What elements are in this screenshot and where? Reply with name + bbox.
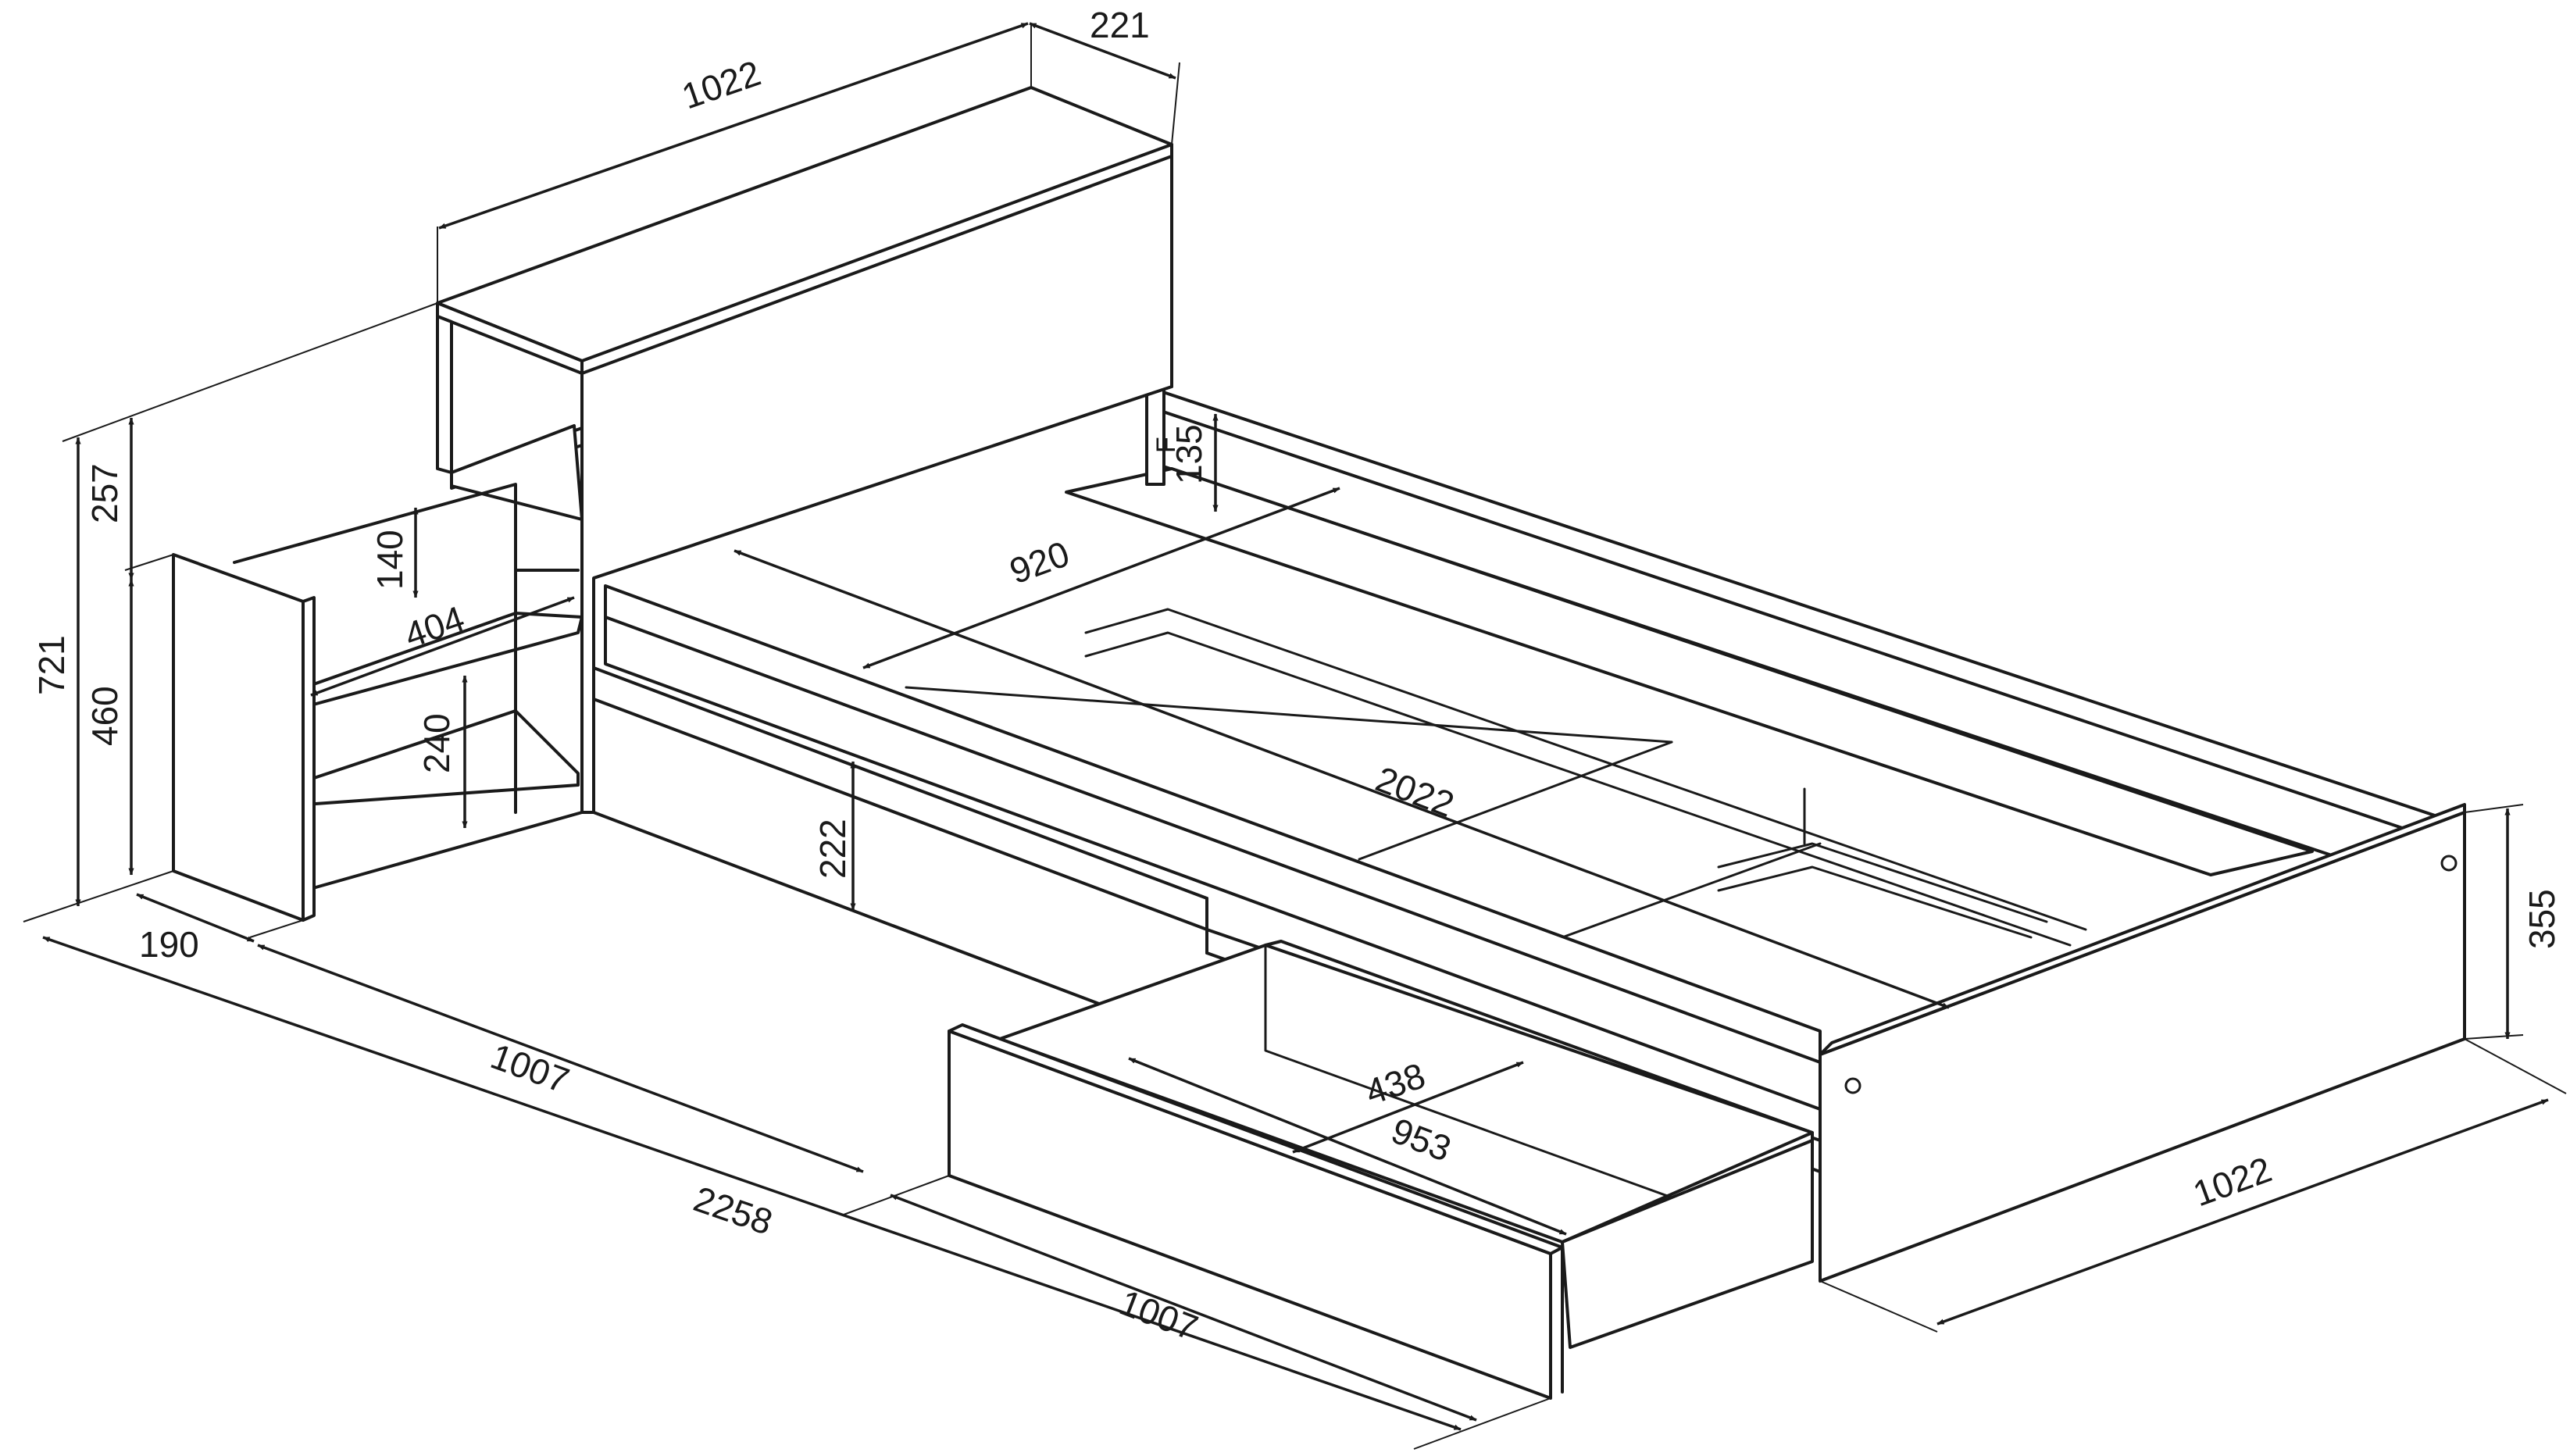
slat-2	[1084, 631, 2072, 947]
cross-beam-2	[1561, 842, 1822, 939]
label-side-length: 1007	[486, 1036, 575, 1101]
dim-line-drawer-inner-length	[1128, 1057, 1567, 1236]
shelf-back-panel	[233, 483, 580, 572]
label-mattress-width: 920	[1005, 533, 1075, 591]
label-drawer-front: 1007	[1114, 1282, 1203, 1348]
drawer-side-right	[1561, 1139, 1814, 1349]
label-mattress-length: 2022	[1370, 758, 1459, 825]
label-side-depth: 190	[139, 924, 199, 965]
label-total-height: 721	[31, 635, 72, 695]
side-end-edge	[302, 596, 316, 922]
label-side-height: 460	[84, 686, 125, 746]
dim-line-mattress-length	[734, 549, 1950, 1009]
shelf-board-1	[450, 424, 584, 521]
footboard-bolt-1	[2440, 855, 2458, 872]
footboard-top	[1819, 803, 2466, 1056]
label-headboard-width: 1022	[676, 52, 766, 116]
label-footboard-height: 355	[2522, 889, 2562, 949]
dim-line-mattress-width	[862, 487, 1340, 669]
label-rail-height: 135	[1169, 424, 1209, 484]
dim-line-headboard-width	[438, 22, 1029, 230]
slat-3	[1717, 842, 2048, 923]
label-rail-mark: F	[1151, 437, 1181, 453]
back-rail-lower-edge	[1145, 405, 2345, 861]
dim-line-drawer-front	[890, 1194, 1477, 1422]
footboard	[1819, 811, 2466, 1283]
footboard-bolt-2	[1844, 1077, 1861, 1094]
label-drawer-height: 222	[812, 819, 853, 879]
dimension-labels: 1022 221 721 257 460 140 404 240 190 100…	[31, 5, 2562, 1348]
label-shelf-gap-upper: 140	[369, 530, 410, 590]
dim-line-headboard-depth	[1029, 22, 1176, 80]
back-side-rail	[1145, 385, 2439, 841]
side-end-panel	[172, 553, 305, 922]
label-shelf-gap-lower: 240	[416, 713, 457, 773]
dim-line-shelf-width	[310, 596, 575, 697]
center-beam-a	[905, 686, 1673, 744]
label-upper-height: 257	[84, 463, 125, 523]
dim-line-footboard-width	[1936, 1098, 2549, 1326]
shelf-unit-left	[436, 315, 453, 474]
dimension-lines	[42, 22, 2549, 1431]
shelf-base	[303, 811, 584, 892]
rail-post	[1145, 385, 1165, 486]
headboard	[172, 86, 1173, 922]
label-headboard-depth: 221	[1090, 5, 1150, 45]
dim-line-side-depth	[136, 893, 255, 943]
